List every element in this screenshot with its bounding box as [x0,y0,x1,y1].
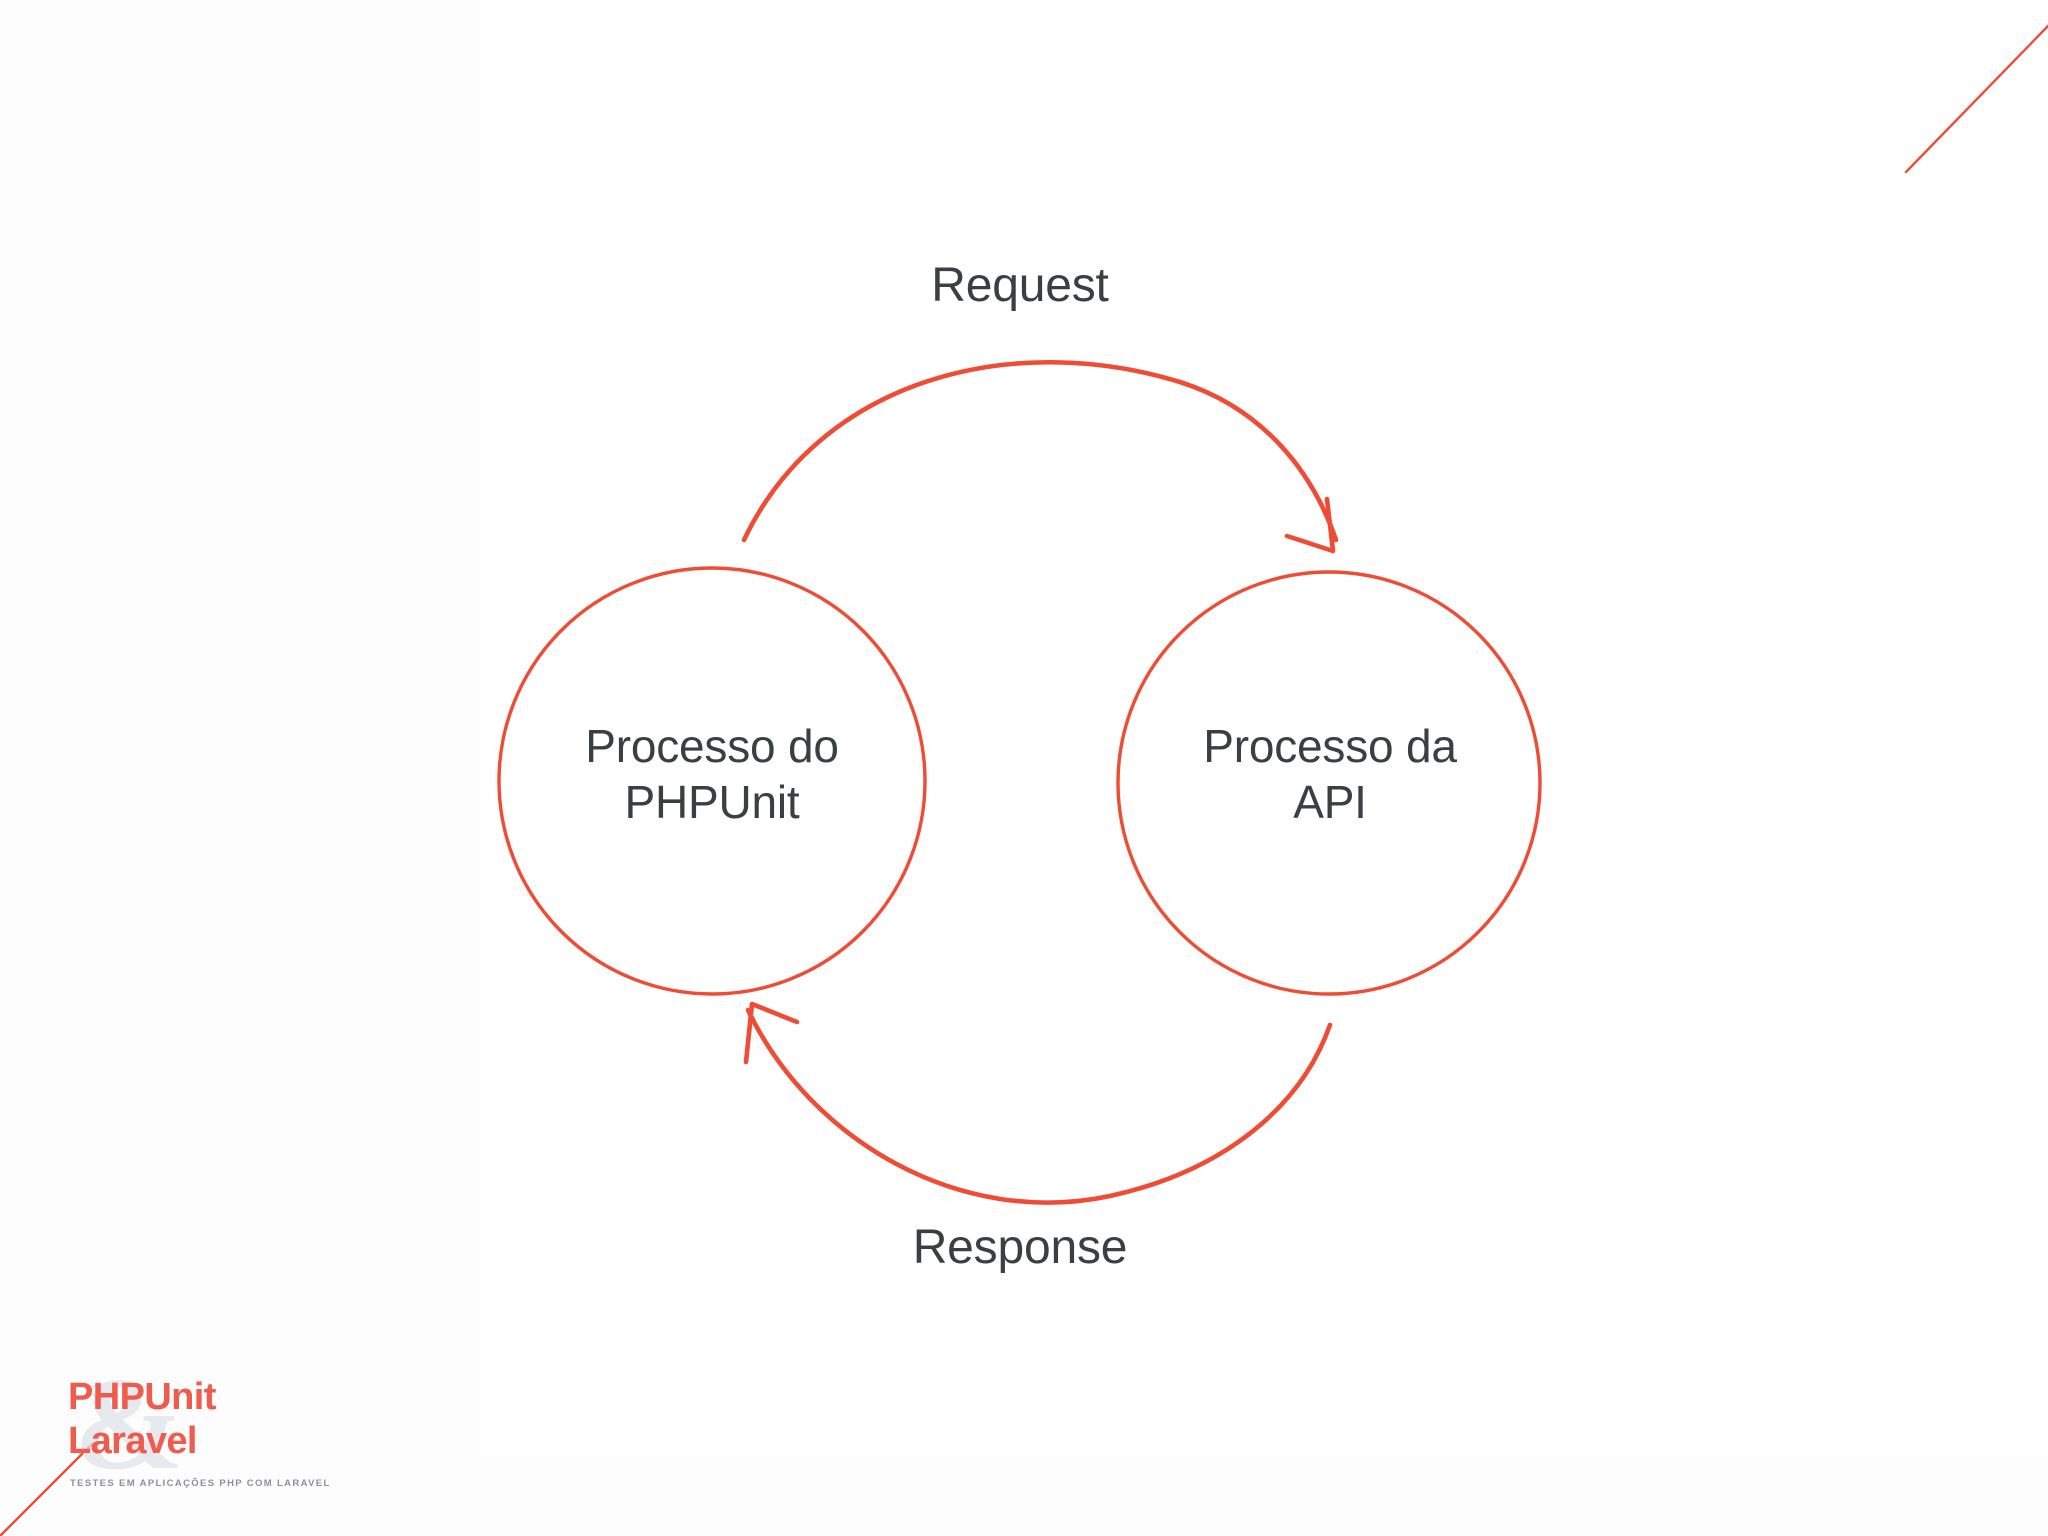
logo-line-phpunit: PHPUnit [68,1376,216,1418]
top-right-accent-line [1904,24,2048,174]
request-arrow-path [741,359,1339,543]
response-arrow-path [745,1007,1333,1205]
brand-logo: & PHPUnit Laravel TESTES EM APLICAÇÕES P… [68,1358,408,1510]
logo-tagline: TESTES EM APLICAÇÕES PHP COM LARAVEL [70,1478,331,1489]
node-label-phpunit: Processo do PHPUnit [585,720,839,829]
ampersand-watermark: & [74,1350,184,1497]
edge-label-response: Response [912,1221,1128,1274]
bottom-left-accent-line [0,1442,94,1536]
node-circle-phpunit[interactable] [497,566,927,996]
node-circle-api[interactable] [1116,570,1542,996]
response-arrowhead [743,1001,800,1065]
request-arrowhead [1284,496,1336,554]
logo-line-laravel: Laravel [68,1420,198,1462]
node-label-api: Processo da API [1203,720,1457,829]
edge-label-request: Request [931,259,1109,312]
